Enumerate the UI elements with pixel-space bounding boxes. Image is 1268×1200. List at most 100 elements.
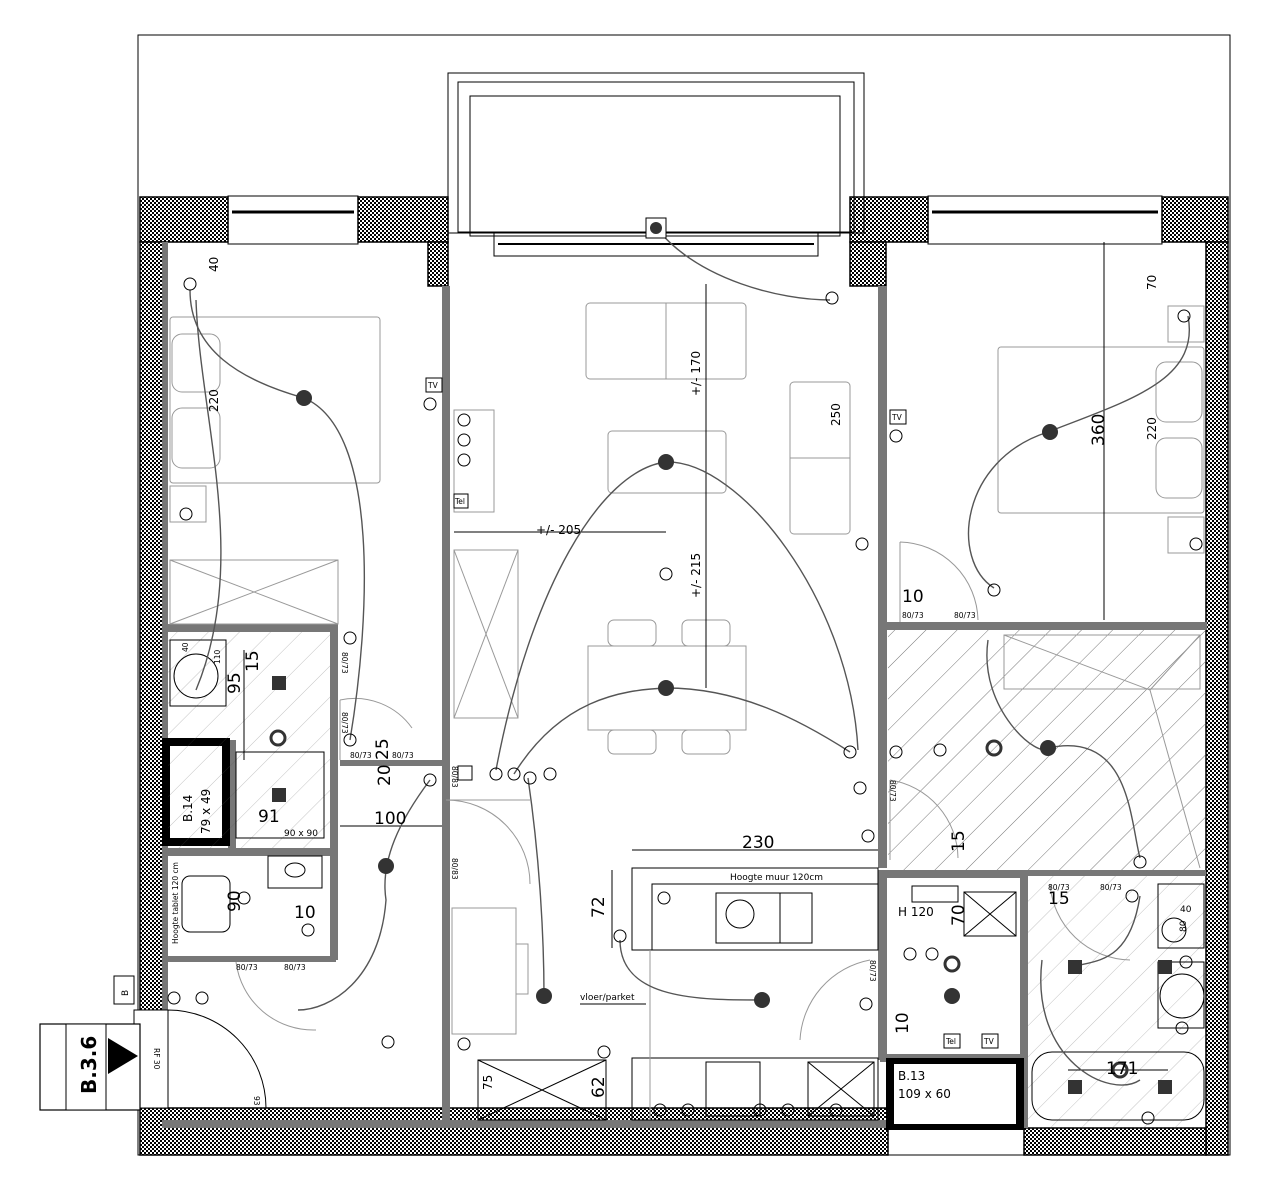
technical-room bbox=[911, 885, 1017, 937]
interior-walls bbox=[162, 242, 1207, 1128]
dim-kitchen-72: 72 bbox=[589, 896, 609, 918]
unit-tag: B.3.6 B RF 30 bbox=[39, 975, 161, 1111]
dim-wc-10: 10 bbox=[294, 903, 316, 923]
door-label: 80/73 bbox=[954, 611, 976, 620]
bedroom-2-furniture bbox=[997, 305, 1205, 554]
dim-living-170: +/- 170 bbox=[689, 351, 703, 396]
wall-light-icon bbox=[272, 788, 286, 802]
door-label: 80/73 bbox=[340, 652, 349, 674]
kitchen bbox=[451, 867, 879, 1121]
floor-note: vloer/parket bbox=[580, 993, 635, 1003]
door-label: 80/73 bbox=[1048, 883, 1070, 892]
dim-tech-10: 10 bbox=[893, 1012, 913, 1034]
dim-bath2-171: 171 bbox=[1106, 1059, 1138, 1079]
door-label: 80/73 bbox=[888, 780, 897, 802]
dim-bed2-220: 220 bbox=[1145, 417, 1159, 440]
door-label: 93 bbox=[252, 1096, 261, 1106]
dim-storage-15: 15 bbox=[949, 830, 969, 852]
dim-shower-size: 90 x 90 bbox=[284, 829, 318, 839]
dimension-labels: 40 220 +/- 170 +/- 205 +/- 215 250 70 36… bbox=[207, 257, 1192, 1098]
boiler-note: H 120 bbox=[898, 905, 934, 919]
dim-bed2-360: 360 bbox=[1089, 414, 1109, 446]
dim-bath2-40: 40 bbox=[1180, 905, 1192, 915]
door-label: 80/73 bbox=[868, 960, 877, 982]
bathroom-1 bbox=[169, 639, 325, 933]
hatched-rooms bbox=[168, 630, 1206, 1128]
dim-wc-90: 90 bbox=[225, 890, 245, 912]
dim-kitchen-62: 62 bbox=[589, 1076, 609, 1098]
tv-symbol: TV bbox=[427, 381, 439, 390]
dim-bed1-220: 220 bbox=[207, 389, 221, 412]
dim-living-215: +/- 215 bbox=[689, 553, 703, 598]
shaft-b13: B.13 109 x 60 bbox=[886, 1058, 1024, 1130]
dim-bed2-70: 70 bbox=[1145, 275, 1159, 290]
bedroom-1-furniture bbox=[169, 316, 381, 625]
wall-light-icon bbox=[1068, 960, 1082, 974]
media-symbols: TV Tel TV Tel TV bbox=[425, 377, 999, 1049]
dim-living-205: +/- 205 bbox=[536, 523, 581, 537]
dim-bath1-25: 25 bbox=[373, 738, 393, 760]
dimension-lines bbox=[243, 242, 1168, 1071]
door-label: 80/83 bbox=[450, 858, 459, 880]
meter-symbol: B bbox=[121, 990, 131, 996]
door-labels: 80/73 80/73 80/73 80/83 80/83 80/73 80/7… bbox=[236, 611, 1122, 1106]
ceiling-light-icon bbox=[944, 988, 960, 1004]
wall-light-icon bbox=[272, 676, 286, 690]
dim-bath2-80: 80 bbox=[1179, 920, 1189, 932]
ceiling-light-icon bbox=[378, 858, 394, 874]
ceiling-light-icon bbox=[296, 390, 312, 406]
ceiling-light-icon bbox=[658, 454, 674, 470]
door-label: 80/73 bbox=[236, 963, 258, 972]
tel-symbol: Tel bbox=[945, 1037, 956, 1046]
bathroom-2 bbox=[1031, 883, 1205, 1121]
notes: Hoogte muur 120cm vloer/parket Hoogte ta… bbox=[171, 642, 934, 1005]
ceiling-light-icon bbox=[1111, 1061, 1129, 1079]
light-fixtures bbox=[269, 217, 1172, 1094]
switches-and-sockets bbox=[167, 277, 1203, 1125]
dim-bath1-15: 15 bbox=[243, 650, 263, 672]
door-label: 80/83 bbox=[450, 766, 459, 788]
sun-light-icon bbox=[933, 743, 947, 757]
sun-light-icon bbox=[381, 1035, 395, 1049]
ventilation-icon bbox=[650, 222, 662, 234]
door-label: 80/73 bbox=[1100, 883, 1122, 892]
door-label: 80/73 bbox=[902, 611, 924, 620]
dim-sofa-250: 250 bbox=[829, 403, 843, 426]
dim-bed2-10: 10 bbox=[902, 587, 924, 607]
exterior-walls bbox=[139, 196, 1229, 1156]
wall-light-icon bbox=[1158, 960, 1172, 974]
ceiling-light-icon bbox=[658, 680, 674, 696]
dim-kitchen-230: 230 bbox=[742, 833, 774, 853]
dim-bed1-40: 40 bbox=[207, 257, 221, 272]
door-rating: RF 30 bbox=[152, 1048, 161, 1070]
mini-40-note: 40 bbox=[181, 642, 190, 652]
ceiling-light-icon bbox=[943, 955, 961, 973]
dim-kitchen-75: 75 bbox=[481, 1075, 495, 1090]
ceiling-light-icon bbox=[754, 992, 770, 1008]
dim-bath1-95: 95 bbox=[225, 672, 245, 694]
dim-bath2-15: 15 bbox=[1048, 889, 1070, 909]
wall-light-icon bbox=[1158, 1080, 1172, 1094]
door-label: 80/73 bbox=[392, 751, 414, 760]
kitchen-wall-note: Hoogte muur 120cm bbox=[730, 873, 823, 883]
tel-symbol: Tel bbox=[454, 497, 465, 506]
dim-bath1-91: 91 bbox=[258, 807, 280, 827]
tablet-note: Hoogte tablet 120 cm bbox=[171, 862, 180, 944]
tv-symbol: TV bbox=[891, 413, 903, 422]
unit-code: B.3.6 bbox=[77, 1036, 101, 1094]
mini-110-note: 110 bbox=[213, 649, 222, 664]
door-label: 80/73 bbox=[284, 963, 306, 972]
dim-bath1-20: 20 bbox=[375, 764, 395, 786]
shaft-b13-size: 109 x 60 bbox=[898, 1087, 951, 1101]
ceiling-light-icon bbox=[269, 729, 287, 747]
door-label: 80/73 bbox=[340, 712, 349, 734]
ceiling-light-icon bbox=[536, 988, 552, 1004]
dim-tech-70: 70 bbox=[949, 904, 969, 926]
ceiling-light-icon bbox=[1042, 424, 1058, 440]
door-label: 80/73 bbox=[350, 751, 372, 760]
tv-symbol: TV bbox=[983, 1037, 995, 1046]
balcony bbox=[447, 72, 865, 237]
living-furniture bbox=[453, 302, 851, 755]
ceiling-light-icon bbox=[1040, 740, 1056, 756]
